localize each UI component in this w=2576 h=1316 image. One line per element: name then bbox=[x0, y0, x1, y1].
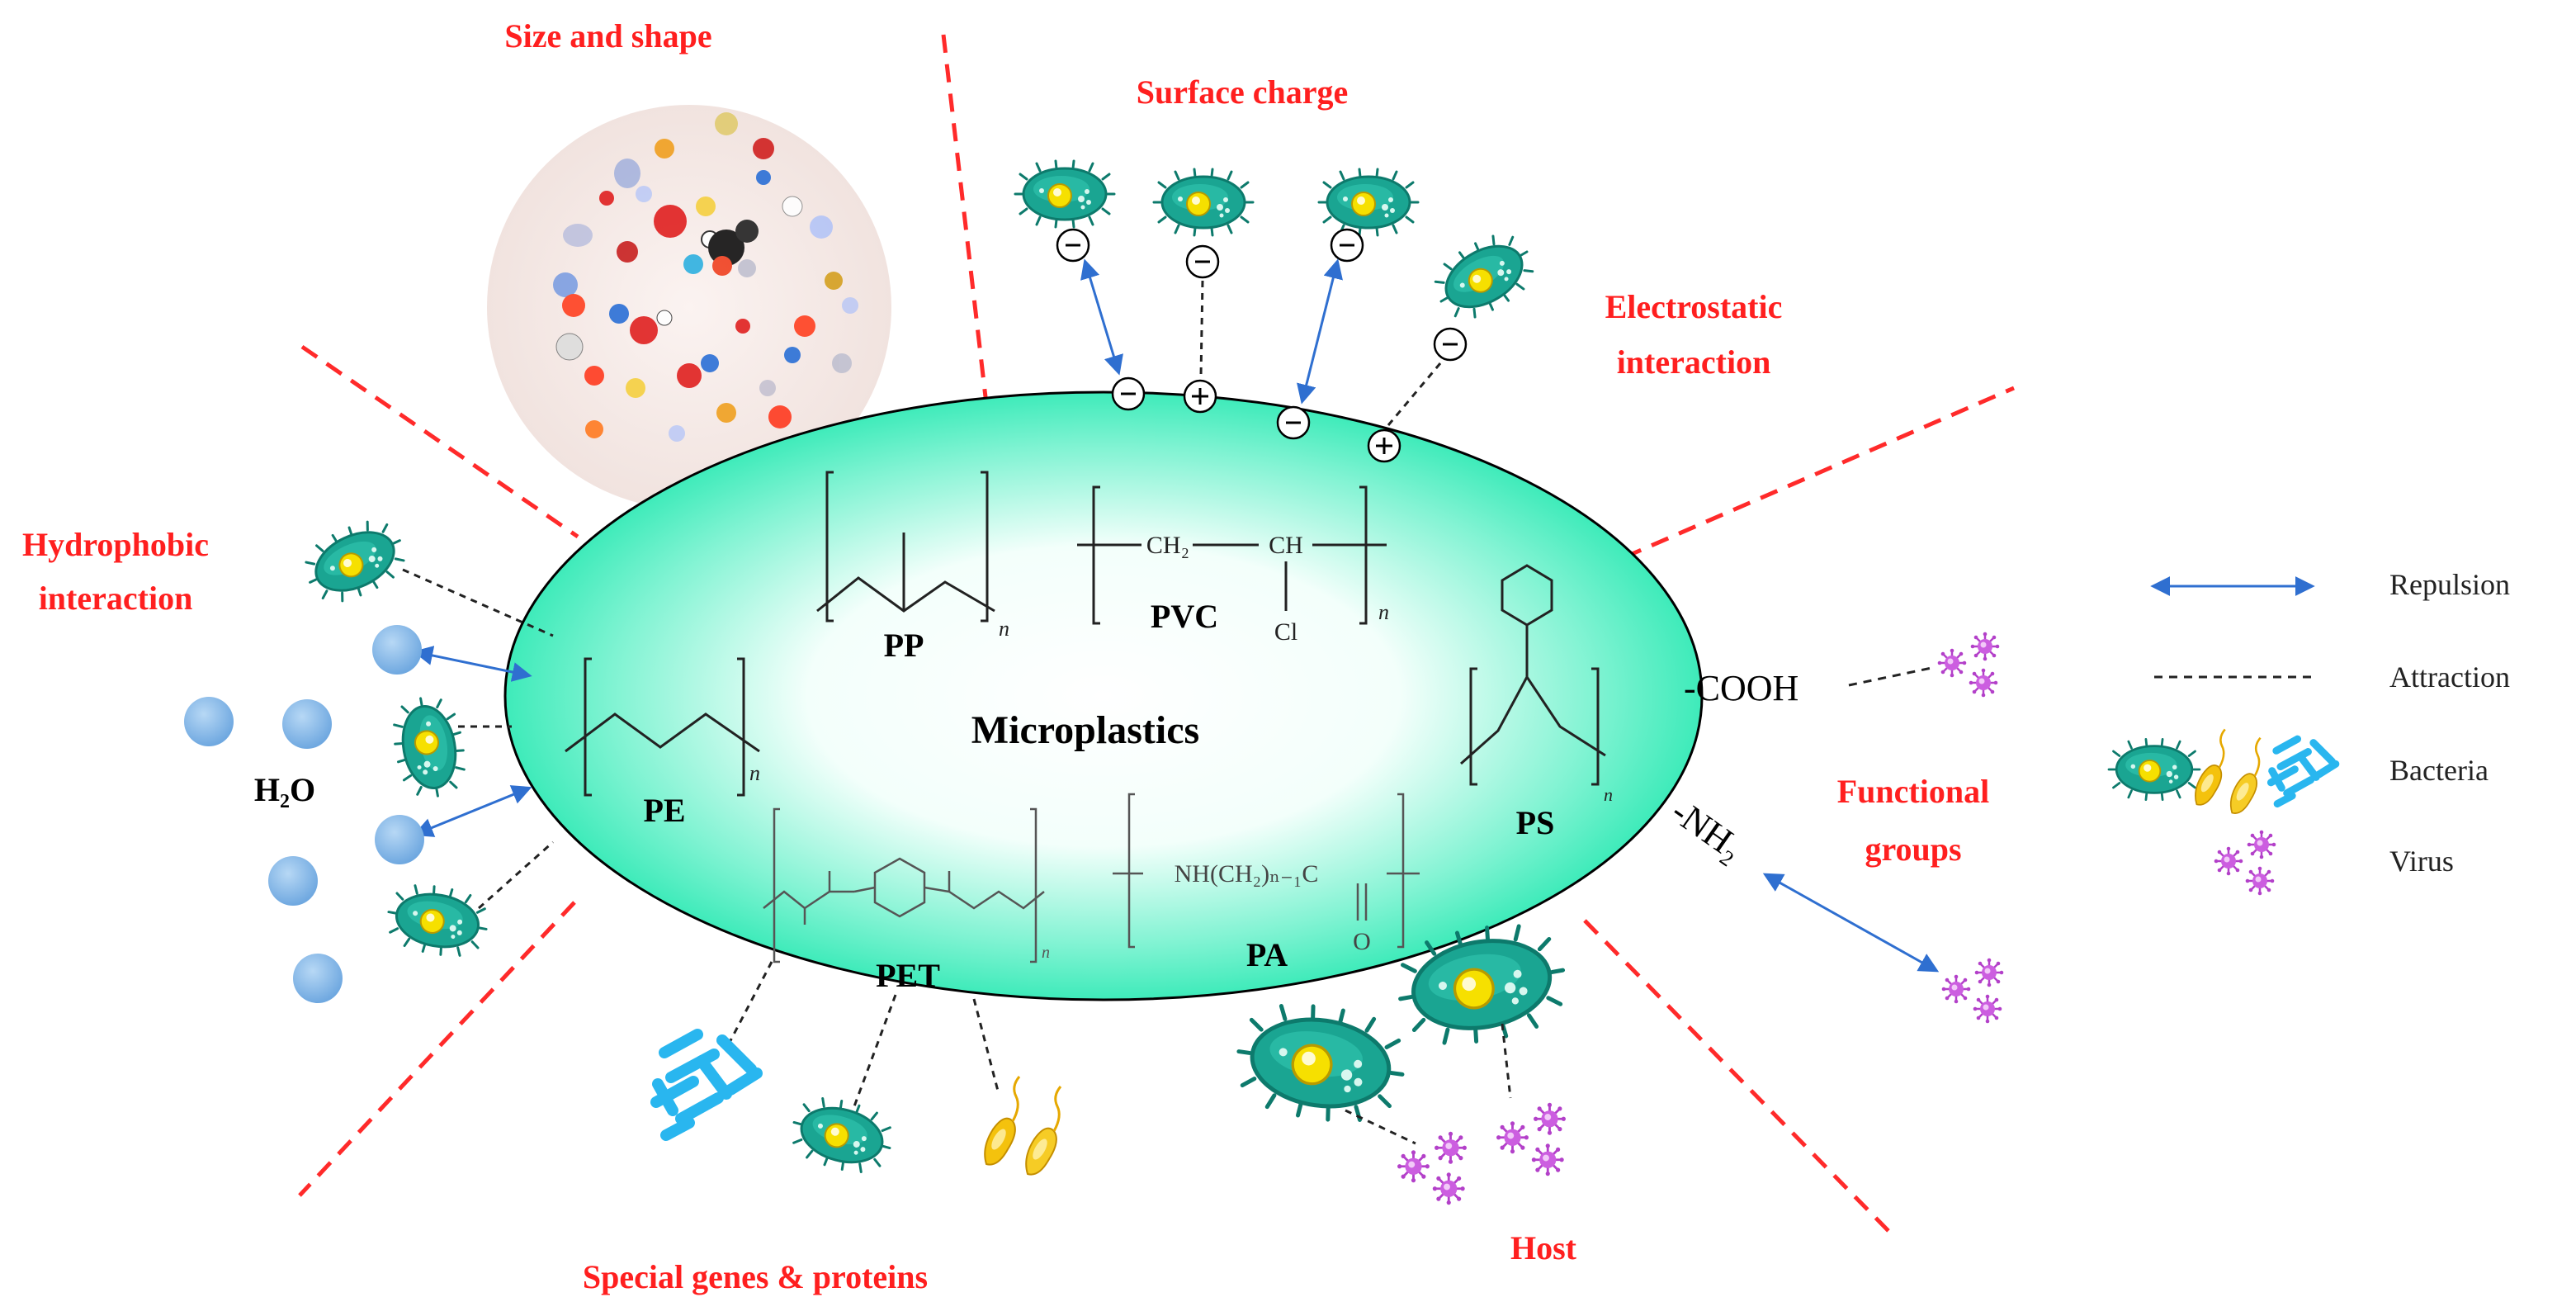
ps-structure bbox=[1460, 564, 1606, 786]
charge-pos-surface-1 bbox=[1183, 379, 1217, 414]
label-electrostatic-line1: Electrostatic bbox=[1605, 288, 1783, 325]
pvc-n: n bbox=[1378, 600, 1389, 624]
divider-lower-right bbox=[1583, 919, 1892, 1234]
particle-disc-image bbox=[487, 105, 891, 509]
label-hydrophobic-line1: Hydrophobic bbox=[22, 526, 209, 563]
pe-structure bbox=[565, 657, 760, 797]
hydrophobic-group bbox=[184, 509, 554, 1003]
legend-bacteria-symbol-2 bbox=[2194, 728, 2262, 815]
legend: Repulsion Attraction Bacteria Virus bbox=[2107, 568, 2510, 896]
surface-charge-group bbox=[1014, 159, 1545, 463]
virus-cooh bbox=[1938, 632, 2000, 698]
label-size-shape: Size and shape bbox=[504, 17, 711, 54]
divider-upper-right bbox=[1624, 386, 2015, 560]
bacterium-hy-3 bbox=[381, 878, 494, 963]
bacterium-hy-2 bbox=[386, 691, 472, 803]
water-drop bbox=[293, 954, 343, 1003]
legend-bacteria-symbol-3 bbox=[2271, 739, 2335, 803]
divider-top bbox=[941, 34, 990, 412]
pvc-label: PVC bbox=[1151, 598, 1218, 635]
charge-neg-surface-1 bbox=[1111, 376, 1146, 411]
pe-label: PE bbox=[643, 792, 685, 829]
legend-repulsion: Repulsion bbox=[2389, 568, 2510, 601]
microplastic-ellipse bbox=[503, 391, 1704, 1001]
pvc-cl: Cl bbox=[1274, 618, 1297, 646]
host-group bbox=[1231, 916, 1573, 1205]
divider-upper-left bbox=[300, 344, 579, 539]
water-drop bbox=[375, 815, 424, 864]
bacterium-sc-3 bbox=[1317, 168, 1420, 237]
pet-label: PET bbox=[876, 957, 940, 994]
group-nh2: -NH₂ bbox=[1664, 791, 1751, 869]
water-drop bbox=[282, 699, 332, 749]
pa-formula: NH(CH₂)ₙ₋₁C bbox=[1175, 860, 1319, 888]
legend-attraction: Attraction bbox=[2389, 660, 2510, 694]
label-microplastics: Microplastics bbox=[971, 708, 1199, 752]
legend-bacteria: Bacteria bbox=[2389, 754, 2489, 787]
legend-virus: Virus bbox=[2389, 845, 2454, 878]
water-drop bbox=[184, 697, 234, 746]
special-genes-group bbox=[656, 961, 1062, 1181]
virus-nh2 bbox=[1942, 959, 2004, 1024]
nh2-virus-repulsion bbox=[1762, 873, 1940, 973]
legend-bacteria-symbol-1 bbox=[2107, 737, 2201, 802]
ps-n: n bbox=[1604, 784, 1613, 805]
charge-neg-surface-2 bbox=[1276, 405, 1311, 440]
charge-neg-3 bbox=[1330, 228, 1364, 263]
pe-n: n bbox=[749, 761, 760, 785]
charge-pos-surface-2 bbox=[1367, 428, 1401, 463]
bacterium-sg bbox=[784, 1089, 900, 1181]
legend-virus-symbol bbox=[2214, 831, 2276, 896]
pvc-ch2: CH₂ bbox=[1146, 532, 1189, 559]
pa-structure bbox=[1113, 793, 1420, 949]
pet-n: n bbox=[1042, 944, 1050, 962]
pvc-structure bbox=[1077, 485, 1387, 625]
bacterium-host-2 bbox=[1231, 997, 1411, 1129]
bacterium-sc-2 bbox=[1152, 168, 1255, 237]
rod-bacteria bbox=[656, 1034, 757, 1135]
pp-label: PP bbox=[884, 627, 924, 664]
pp-structure bbox=[816, 471, 995, 622]
label-hydrophobic-line2: interaction bbox=[39, 580, 193, 617]
bacterium-hy-1 bbox=[295, 509, 415, 614]
ps-label: PS bbox=[1516, 804, 1555, 841]
label-electrostatic-line2: interaction bbox=[1617, 343, 1771, 381]
flagellate-bacteria bbox=[983, 1075, 1062, 1176]
pet-structure bbox=[763, 807, 1045, 963]
section-dividers bbox=[298, 34, 2015, 1234]
label-functional-line2: groups bbox=[1865, 831, 1961, 868]
label-water: H₂O bbox=[254, 771, 315, 808]
pvc-ch: CH bbox=[1269, 532, 1303, 559]
pa-carbonyl-o: O bbox=[1353, 928, 1371, 955]
virus-host-2 bbox=[1496, 1103, 1566, 1176]
label-functional-line1: Functional bbox=[1837, 773, 1989, 810]
charge-neg-1 bbox=[1056, 228, 1090, 263]
water-drop bbox=[268, 856, 318, 906]
charge-neg-4 bbox=[1433, 327, 1468, 362]
divider-lower-left bbox=[298, 901, 576, 1197]
label-host: Host bbox=[1510, 1229, 1577, 1266]
cooh-virus-attraction bbox=[1848, 665, 1936, 687]
label-surface-charge: Surface charge bbox=[1137, 73, 1349, 111]
group-cooh: -COOH bbox=[1684, 668, 1798, 708]
bacterium-sc-4 bbox=[1423, 221, 1545, 332]
label-special-genes: Special genes & proteins bbox=[583, 1258, 928, 1295]
pa-label: PA bbox=[1246, 936, 1288, 973]
pp-n: n bbox=[999, 617, 1009, 641]
bacterium-sc-1 bbox=[1014, 159, 1116, 229]
water-drop bbox=[372, 625, 422, 675]
charge-neg-2 bbox=[1185, 244, 1220, 279]
virus-host-1 bbox=[1397, 1132, 1467, 1205]
